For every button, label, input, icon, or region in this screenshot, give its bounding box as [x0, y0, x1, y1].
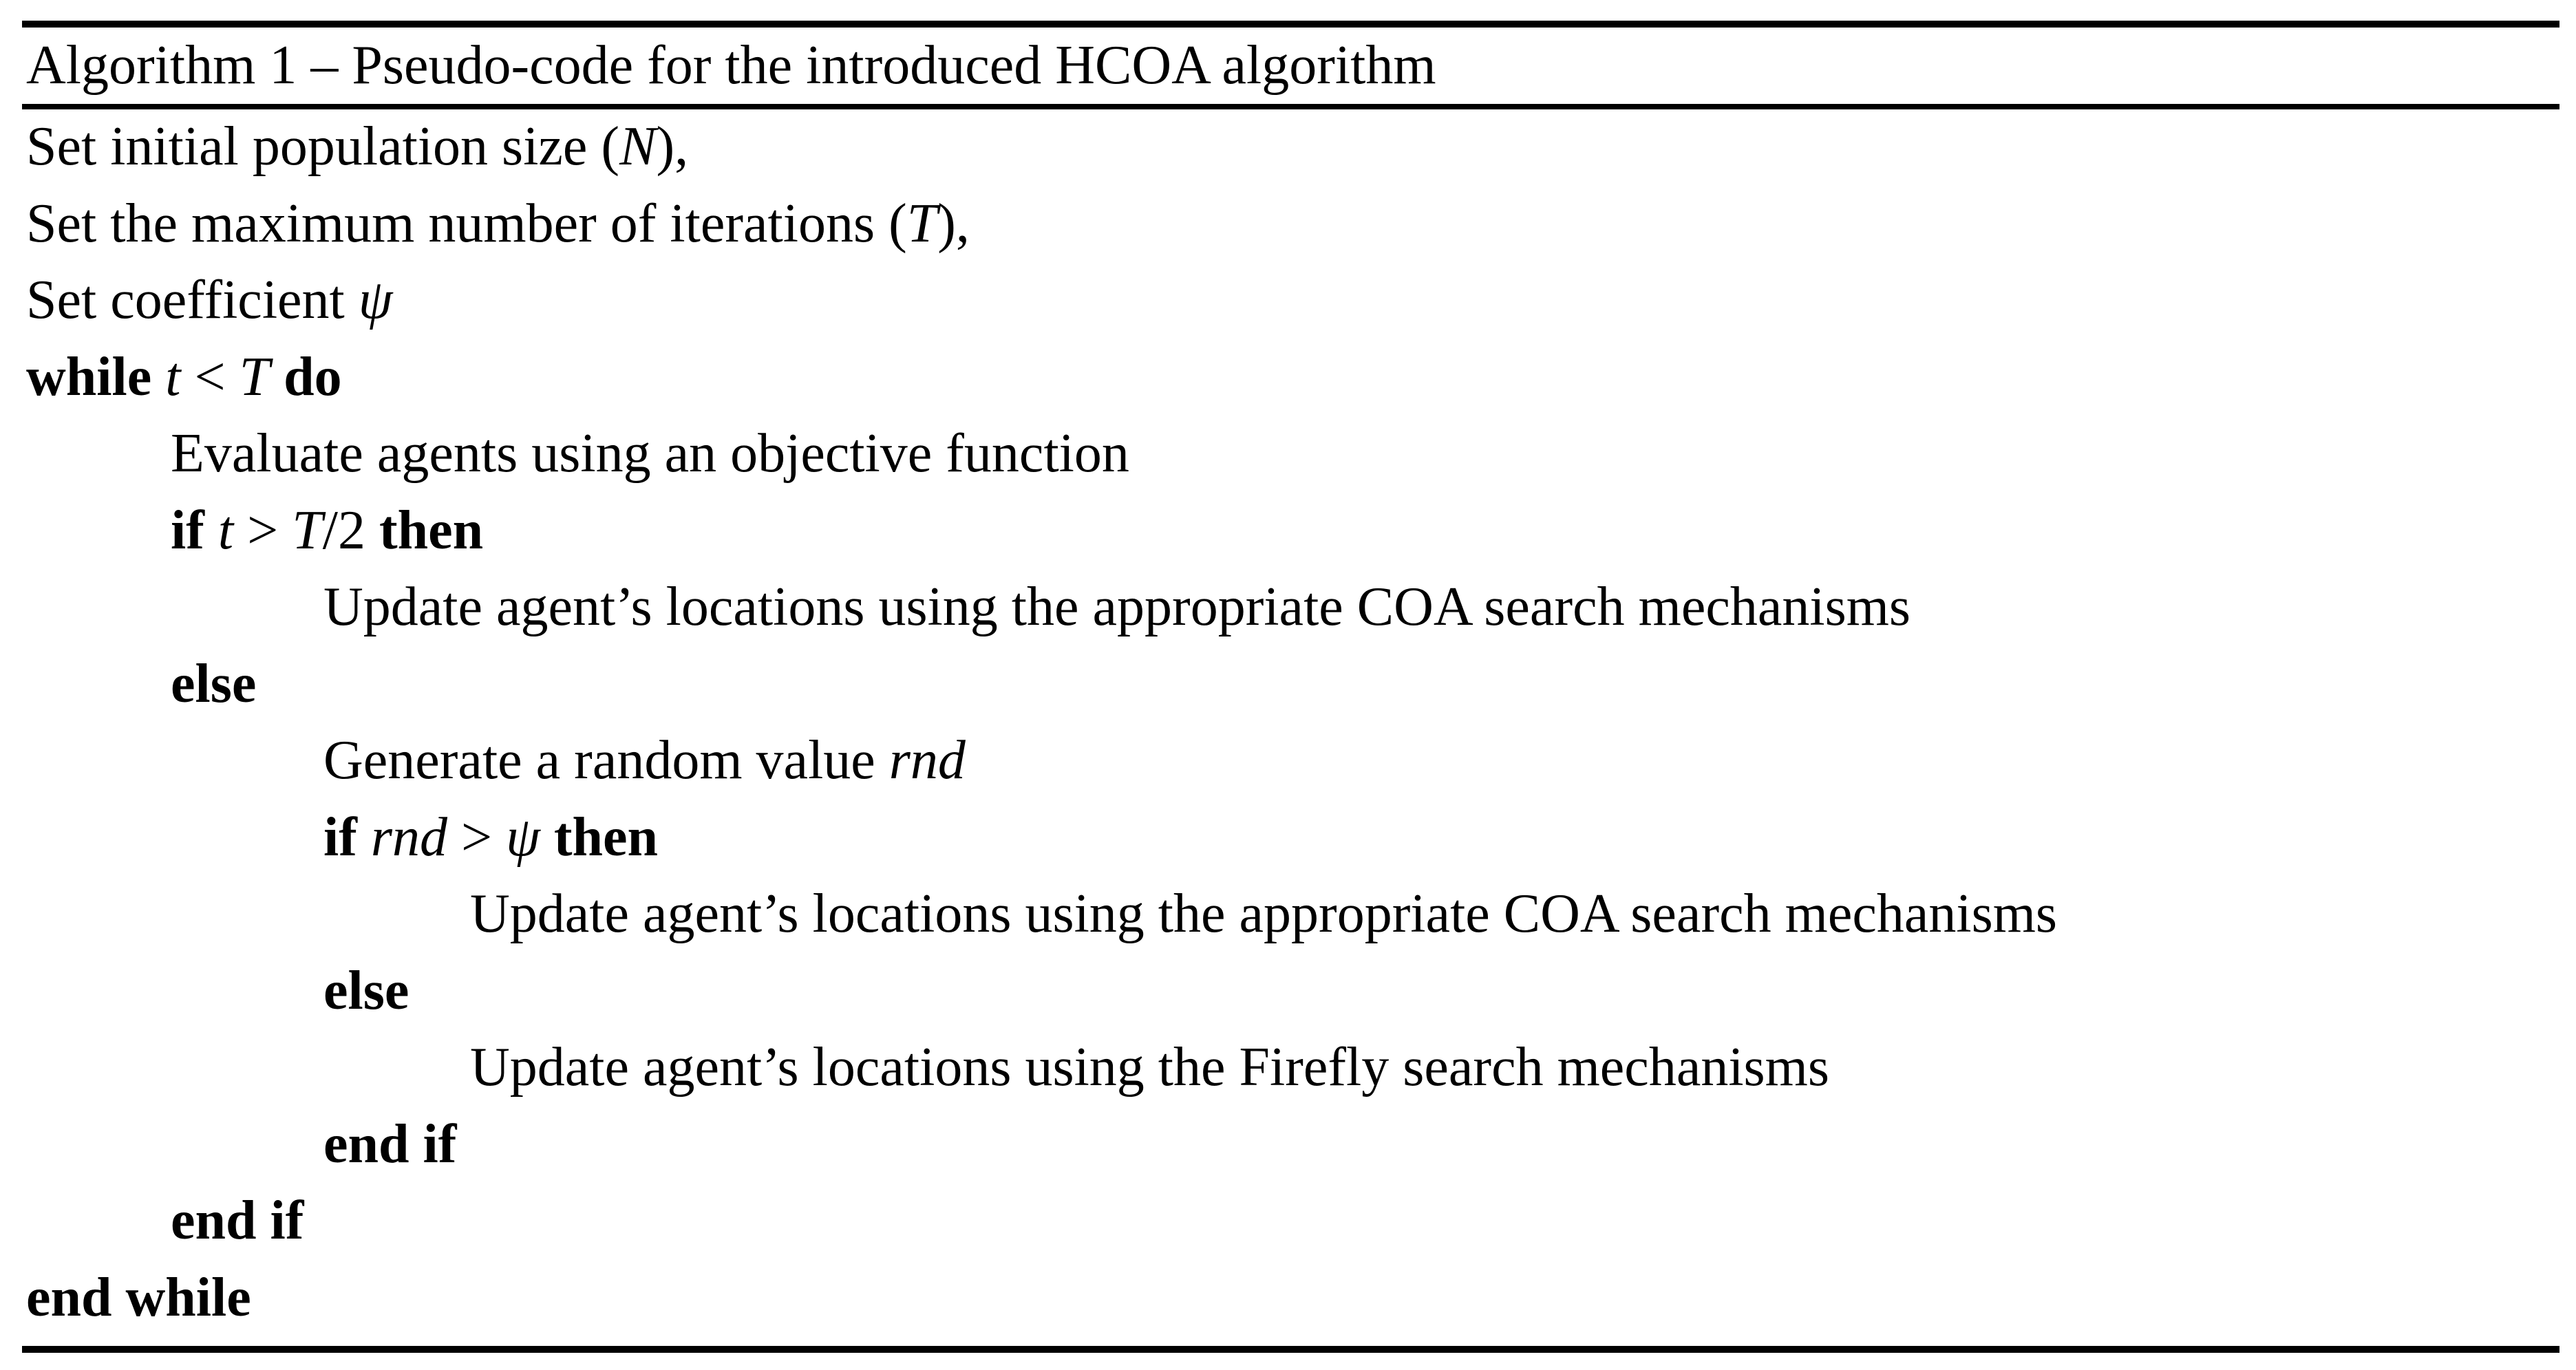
code-line-4: while t < T do: [26, 339, 2559, 416]
code-segment: while: [26, 346, 166, 407]
code-line-13: Update agent’s locations using the Firef…: [26, 1029, 2559, 1106]
algorithm-body: Set initial population size (N),Set the …: [26, 109, 2559, 1336]
bottom-rule: [22, 1346, 2559, 1353]
code-segment: Update agent’s locations using the appro…: [470, 884, 2058, 944]
code-line-12: else: [26, 953, 2559, 1030]
code-line-10: if rnd > ψ then: [26, 800, 2559, 877]
code-segment: T: [239, 346, 270, 407]
code-line-16: end while: [26, 1260, 2559, 1337]
code-line-11: Update agent’s locations using the appro…: [26, 876, 2559, 953]
code-segment: rnd: [370, 806, 448, 868]
code-segment: N: [619, 116, 657, 177]
code-segment: else: [171, 653, 257, 714]
code-segment: else: [323, 960, 409, 1021]
code-segment: t: [217, 500, 234, 561]
code-segment: ψ: [358, 270, 393, 330]
code-segment: >: [447, 806, 507, 868]
code-segment: Update agent’s locations using the appro…: [323, 577, 1911, 637]
code-segment: T: [292, 500, 323, 561]
code-segment: do: [270, 346, 342, 407]
code-segment: >: [233, 500, 292, 561]
code-segment: T: [906, 193, 938, 254]
code-segment: ),: [937, 193, 970, 254]
header-rule: [22, 104, 2559, 109]
code-line-15: end if: [26, 1183, 2559, 1260]
code-segment: Set the maximum number of iterations (: [26, 193, 907, 254]
code-line-1: Set initial population size (N),: [26, 109, 2559, 186]
code-line-9: Generate a random value rnd: [26, 723, 2559, 800]
code-segment: then: [540, 806, 658, 868]
algorithm-title: Algorithm 1 – Pseudo-code for the introd…: [26, 35, 1436, 96]
code-segment: Set initial population size (: [26, 116, 620, 177]
code-line-7: Update agent’s locations using the appro…: [26, 569, 2559, 646]
code-segment: if: [323, 806, 371, 868]
code-segment: end while: [26, 1267, 251, 1328]
code-segment: ),: [656, 116, 689, 177]
code-segment: Update agent’s locations using the Firef…: [470, 1037, 1830, 1098]
code-segment: ψ: [506, 806, 540, 868]
code-line-6: if t > T/2 then: [26, 493, 2559, 570]
code-segment: Set coefficient: [26, 270, 359, 330]
code-segment: Evaluate agents using an objective funct…: [171, 423, 1129, 484]
code-segment: if: [171, 500, 218, 561]
code-line-3: Set coefficient ψ: [26, 262, 2559, 339]
code-line-2: Set the maximum number of iterations (T)…: [26, 186, 2559, 263]
top-rule: [22, 21, 2559, 28]
code-segment: then: [379, 500, 484, 561]
code-segment: end if: [171, 1190, 304, 1251]
code-segment: end if: [323, 1113, 457, 1175]
code-segment: /2: [322, 500, 379, 561]
code-line-5: Evaluate agents using an objective funct…: [26, 416, 2559, 493]
code-line-8: else: [26, 646, 2559, 723]
code-segment: rnd: [888, 730, 966, 791]
code-segment: <: [180, 346, 239, 407]
code-segment: Generate a random value: [323, 730, 889, 791]
code-segment: t: [165, 346, 181, 407]
code-line-14: end if: [26, 1106, 2559, 1184]
